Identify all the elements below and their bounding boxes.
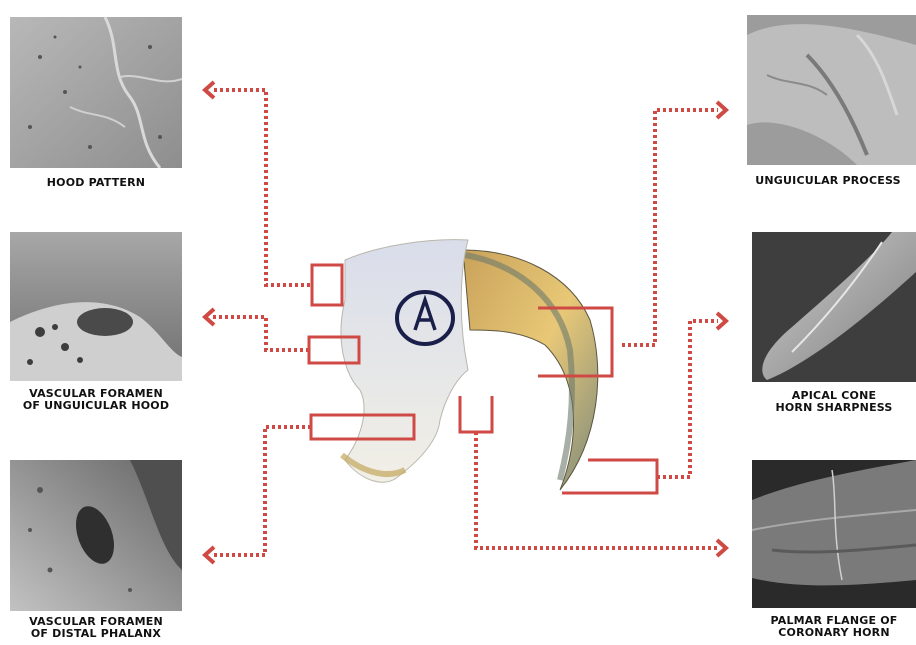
arrow-left-vascular-phalanx bbox=[205, 547, 214, 563]
arrow-right-unguicular-process bbox=[717, 102, 726, 118]
arrow-left-vascular-hood bbox=[205, 309, 214, 325]
arrow-right-apical-cone bbox=[717, 313, 726, 329]
arrowheads bbox=[205, 82, 726, 563]
connector-lines bbox=[212, 90, 718, 555]
arrow-right-palmar-flange bbox=[717, 540, 726, 556]
claw-specimen bbox=[341, 240, 598, 490]
arrow-left-hood-pattern bbox=[205, 82, 214, 98]
